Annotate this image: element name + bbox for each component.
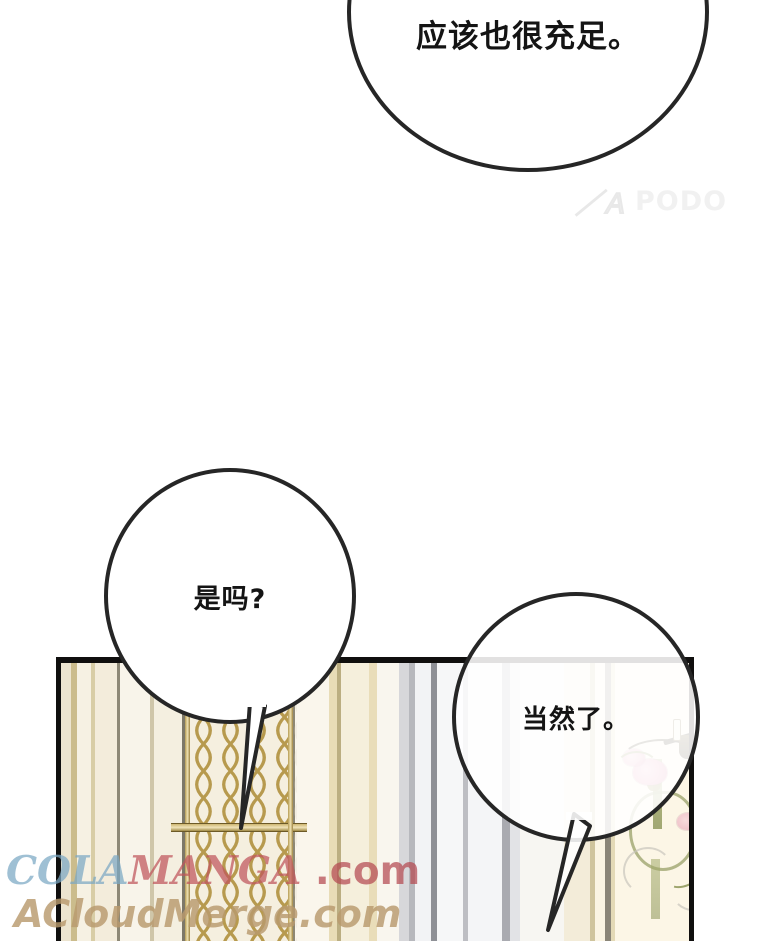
wall-stripe [117,663,120,941]
wall-stripe [431,663,437,941]
rose-motif [677,813,689,830]
colamanga-watermark: COLAMANGA .com [6,848,420,894]
wall-stripe [399,663,409,941]
acloudmerge-watermark: ACloudMerge.com [14,892,402,936]
wall-stripe [369,663,377,941]
wall-stripe [95,663,117,941]
speech-bubble-right-text: 当然了。 [521,704,630,735]
wall-stripe [77,663,91,941]
speech-bubble-middle-tail [218,700,278,832]
lattice-rail [171,823,307,832]
wall-stripe [295,663,329,941]
wall-stripe [377,663,399,941]
wall-stripe [91,663,95,941]
colamanga-watermark-part1: COLA [6,848,129,894]
colamanga-watermark-part2: MANGA [128,848,302,894]
wall-stripe [415,663,431,941]
wall-stripe [150,663,154,941]
wall-stripe [61,663,71,941]
speech-bubble-middle: 是吗? [104,468,356,724]
wall-stripe [337,663,341,941]
medallion-stem [651,859,660,919]
podo-logo-icon: ／Ａ [574,189,632,221]
speech-bubble-middle-text: 是吗? [193,583,267,615]
wall-stripe [71,663,77,941]
wall-stripe [182,663,185,941]
scroll-curl [623,847,673,895]
colamanga-watermark-part3: .com [301,849,421,894]
wall-stripe [329,663,337,941]
speech-bubble-right: 当然了。 [452,592,700,842]
speech-bubble-top: 应该也很充足。 [347,0,709,172]
wall-stripe [409,663,415,941]
wall-stripe [463,663,468,941]
wall-stripe [120,663,150,941]
speech-bubble-right-tail [528,812,598,940]
podo-watermark-text: PODO [635,186,728,217]
podo-watermark: ／Ａ PODO [574,182,728,221]
wall-stripe [291,663,295,941]
speech-bubble-top-text: 应该也很充足。 [416,19,640,55]
wall-stripe [341,663,369,941]
